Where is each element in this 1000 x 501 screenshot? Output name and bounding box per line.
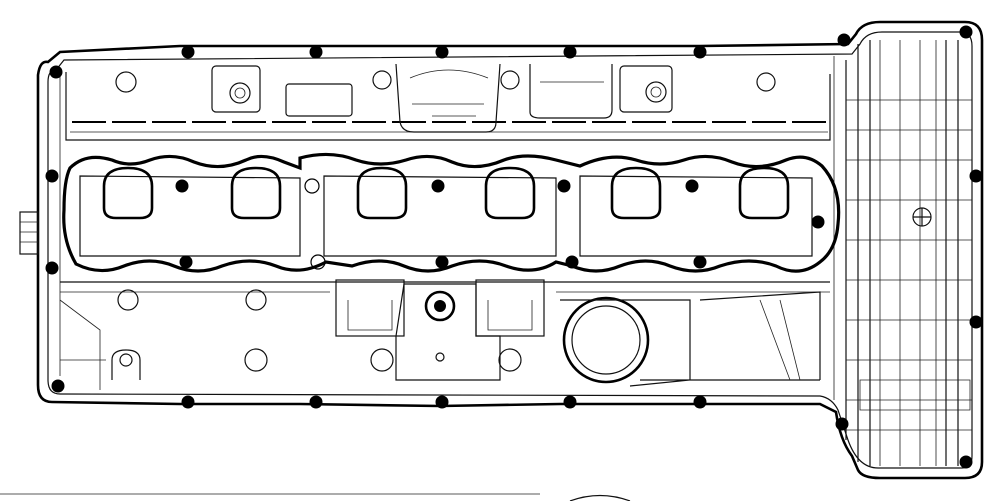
bolt-icon: [837, 33, 851, 47]
bolt-icon: [310, 254, 326, 270]
bolts: [45, 25, 983, 469]
bolt-icon: [563, 45, 577, 59]
bolt-icon: [959, 455, 973, 469]
bolt-icon: [49, 65, 63, 79]
left-bracket: [19, 211, 39, 255]
bolt-icon: [565, 255, 579, 269]
outer-housing: [36, 20, 984, 480]
bolt-icon: [811, 215, 825, 229]
bolt-icon: [175, 179, 189, 193]
coil-wells: [102, 166, 790, 220]
bolt-icon: [304, 178, 320, 194]
bolt-icon: [557, 179, 571, 193]
bolt-icon: [309, 45, 323, 59]
bottom-edge: [0, 493, 631, 501]
bolt-icon: [45, 169, 59, 183]
bolt-icon: [835, 417, 849, 431]
oil-filler-neck: [562, 296, 650, 384]
bolt-icon: [563, 395, 577, 409]
bolt-icon: [435, 395, 449, 409]
bolt-icon: [435, 45, 449, 59]
coil-well-6: [738, 166, 790, 220]
bolt-icon: [309, 395, 323, 409]
right-separator-housing: [845, 40, 972, 466]
bolt-icon: [181, 45, 195, 59]
coil-well-1: [102, 166, 154, 220]
bolt-icon: [51, 379, 65, 393]
bolt-icon: [693, 45, 707, 59]
bolt-icon: [693, 255, 707, 269]
coil-well-3: [356, 166, 408, 220]
bolt-icon: [969, 315, 983, 329]
coil-well-5: [610, 166, 662, 220]
bolt-icon: [969, 169, 983, 183]
gasket-channel: [62, 152, 841, 273]
bolt-icon: [685, 179, 699, 193]
coil-well-4: [484, 166, 536, 220]
bolt-icon: [431, 179, 445, 193]
bolt-icon: [693, 395, 707, 409]
bolt-icon: [181, 395, 195, 409]
bolt-icon: [179, 255, 193, 269]
bolt-icon: [45, 261, 59, 275]
upper-gallery: [65, 63, 831, 141]
lower-section: [59, 279, 830, 390]
bolt-icon: [959, 25, 973, 39]
coil-well-2: [230, 166, 282, 220]
bolt-icon: [435, 255, 449, 269]
